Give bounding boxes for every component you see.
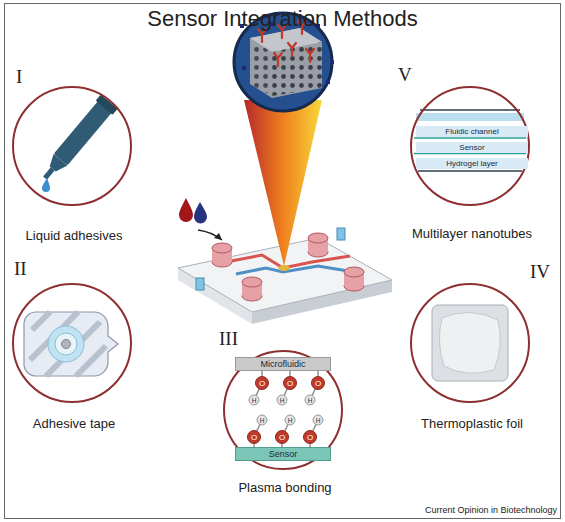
- method-caption: Multilayer nanotubes: [352, 226, 565, 241]
- layer-band: Sensor: [416, 142, 528, 153]
- method-caption: Liquid adhesives: [0, 228, 194, 243]
- roman-numeral: II: [14, 258, 27, 280]
- method-caption: Adhesive tape: [0, 416, 194, 431]
- layer-label: Microfluidic: [260, 360, 305, 369]
- atom-symbol: O: [279, 434, 285, 442]
- layer-band: Hydrogel layer: [416, 158, 528, 169]
- atom-symbol: H: [280, 397, 285, 404]
- roman-numeral: I: [16, 66, 22, 88]
- atom-symbol: H: [308, 397, 313, 404]
- method-caption: Thermoplastic foil: [352, 416, 565, 431]
- atom-symbol: H: [260, 417, 265, 424]
- method-circle: IVThermoplastic foil: [410, 283, 530, 403]
- atom-symbol: O: [287, 380, 293, 388]
- atom-symbol: O: [251, 434, 257, 442]
- layer-band: Fluidic channel: [416, 126, 528, 137]
- method-circle: IIAdhesive tape: [12, 283, 132, 403]
- method-caption: Plasma bonding: [165, 480, 405, 495]
- surface-bar: Microfluidic: [235, 357, 331, 371]
- atom-symbol: H: [316, 417, 321, 424]
- layer-label: Hydrogel layer: [446, 160, 498, 168]
- surface-bar: Sensor: [235, 447, 331, 461]
- method-circle: ILiquid adhesives: [12, 86, 132, 206]
- roman-numeral: III: [219, 328, 238, 350]
- atom-symbol: H: [288, 417, 293, 424]
- method-circle: VMultilayer nanotubesFluidic channelSens…: [410, 86, 530, 206]
- roman-numeral: V: [398, 64, 412, 86]
- layer-label: Sensor: [269, 450, 298, 459]
- credit-note: Current Opinion in Biotechnology: [425, 505, 557, 515]
- figure-title: Sensor Integration Methods: [0, 6, 565, 32]
- atom-symbol: O: [259, 380, 265, 388]
- layer-label: Fluidic channel: [445, 128, 498, 136]
- layer-label: Sensor: [459, 144, 484, 152]
- atom-symbol: O: [307, 434, 313, 442]
- atom-symbol: H: [252, 397, 257, 404]
- atom-symbol: O: [315, 380, 321, 388]
- roman-numeral: IV: [530, 261, 550, 283]
- method-circle: IIIPlasma bondingMicrofluidicSensor: [223, 350, 343, 470]
